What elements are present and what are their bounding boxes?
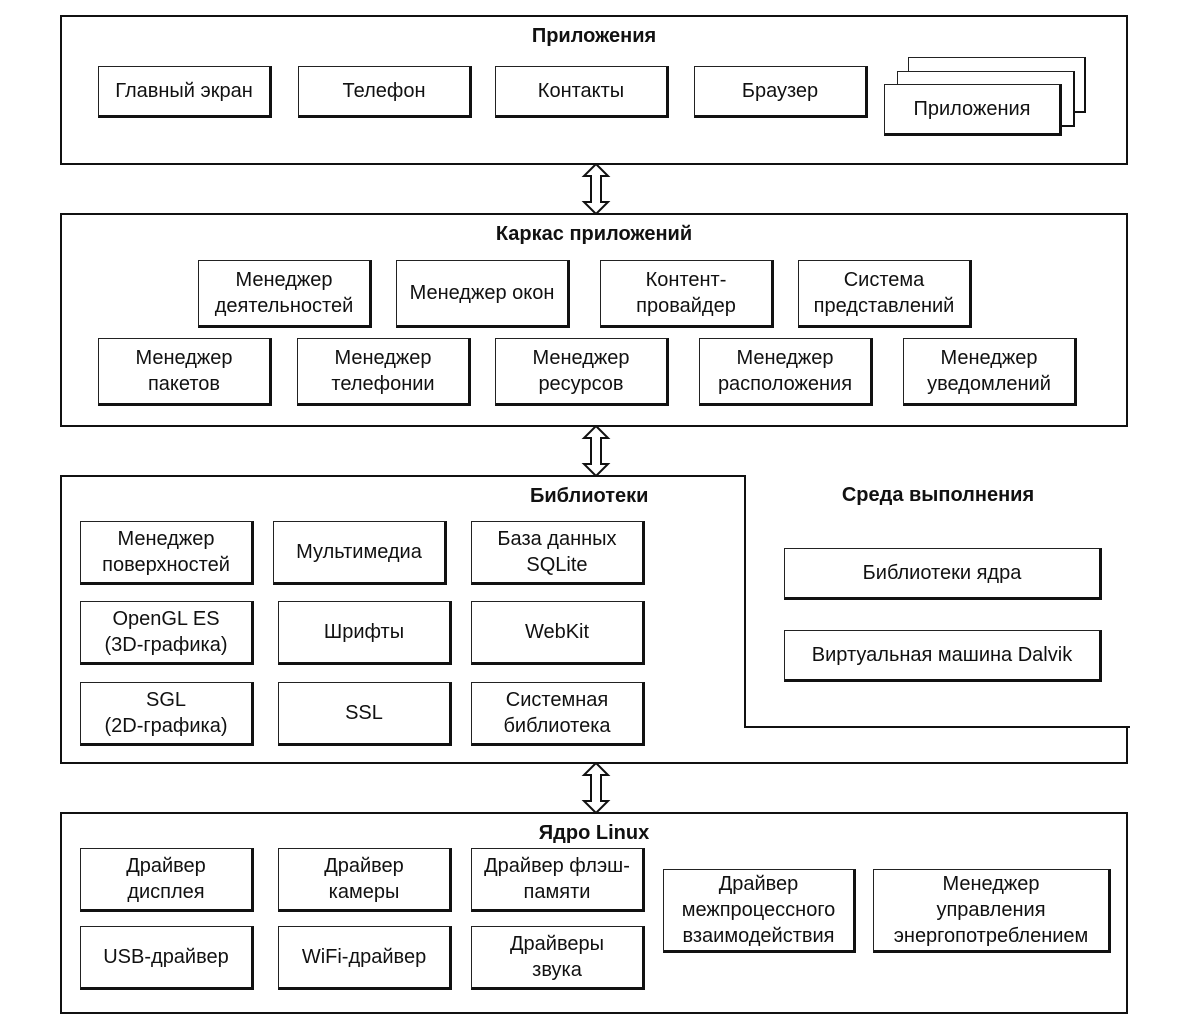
libraries-layer: Библиотеки Менеджер поверхностей Мультим… [60,475,1130,764]
audio-drivers-box: Драйверы звука [471,926,645,990]
activity-manager-box: Менеджер деятельностей [198,260,372,328]
sgl-box: SGL (2D-графика) [80,682,254,746]
runtime-title: Среда выполнения [841,484,1035,506]
flash-memory-driver-box: Драйвер флэш- памяти [471,848,645,912]
applications-title: Приложения [531,25,657,47]
core-libraries-box: Библиотеки ядра [784,548,1102,600]
surface-manager-box: Менеджер поверхностей [80,521,254,585]
telephony-manager-box: Менеджер телефонии [297,338,471,406]
resource-manager-box: Менеджер ресурсов [495,338,669,406]
camera-driver-box: Драйвер камеры [278,848,452,912]
ssl-box: SSL [278,682,452,746]
double-arrow-icon [581,163,611,215]
framework-layer: Каркас приложений Менеджер деятельностей… [60,213,1128,427]
double-arrow-icon [581,425,611,477]
package-manager-box: Менеджер пакетов [98,338,272,406]
phone-box: Телефон [298,66,472,118]
content-provider-box: Контент- провайдер [600,260,774,328]
fonts-box: Шрифты [278,601,452,665]
apps-stack-front: Приложения [884,84,1062,136]
usb-driver-box: USB-драйвер [80,926,254,990]
window-manager-box: Менеджер окон [396,260,570,328]
webkit-box: WebKit [471,601,645,665]
applications-layer: Приложения Главный экран Телефон Контакт… [60,15,1128,165]
dalvik-vm-box: Виртуальная машина Dalvik [784,630,1102,682]
double-arrow-icon [581,762,611,814]
libc-box: Системная библиотека [471,682,645,746]
kernel-layer: Ядро Linux Драйвер дисплея Драйвер камер… [60,812,1128,1014]
location-manager-box: Менеджер расположения [699,338,873,406]
view-system-box: Система представлений [798,260,972,328]
media-framework-box: Мультимедиа [273,521,447,585]
notification-manager-box: Менеджер уведомлений [903,338,1077,406]
browser-box: Браузер [694,66,868,118]
sqlite-box: База данных SQLite [471,521,645,585]
runtime-panel: Среда выполнения Библиотеки ядра Виртуал… [744,475,1130,728]
framework-title: Каркас приложений [495,223,693,245]
ipc-driver-box: Драйвер межпроцессного взаимодействия [663,869,856,953]
opengl-es-box: OpenGL ES (3D-графика) [80,601,254,665]
home-screen-box: Главный экран [98,66,272,118]
libraries-title: Библиотеки [530,485,649,507]
contacts-box: Контакты [495,66,669,118]
power-management-box: Менеджер управления энергопотреблением [873,869,1111,953]
display-driver-box: Драйвер дисплея [80,848,254,912]
wifi-driver-box: WiFi-драйвер [278,926,452,990]
kernel-title: Ядро Linux [538,822,650,844]
